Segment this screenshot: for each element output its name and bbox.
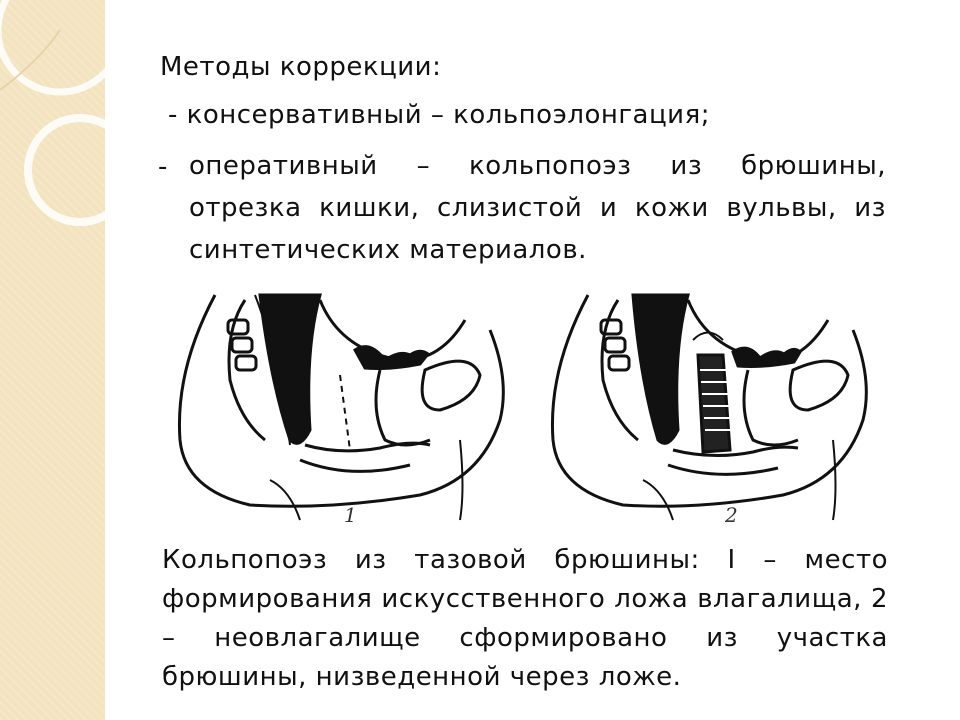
figure-label-1: 1 [344, 503, 357, 527]
drawing-2 [550, 293, 868, 521]
decorative-rings [0, 0, 136, 226]
slide-title: Методы коррекции: [160, 52, 442, 82]
operative-method: оперативный – кольпопоэз из брюшины, отр… [189, 151, 886, 265]
figure-caption: Кольпопоэз из тазовой брюшины: I – место… [162, 545, 888, 692]
figure-label-2: 2 [724, 503, 738, 527]
drawing-1 [177, 293, 505, 521]
anatomical-figure: 1 2 [177, 293, 868, 527]
bullet-marker: - [158, 152, 168, 182]
conservative-method: - консервативный – кольпоэлонгация; [168, 100, 710, 130]
